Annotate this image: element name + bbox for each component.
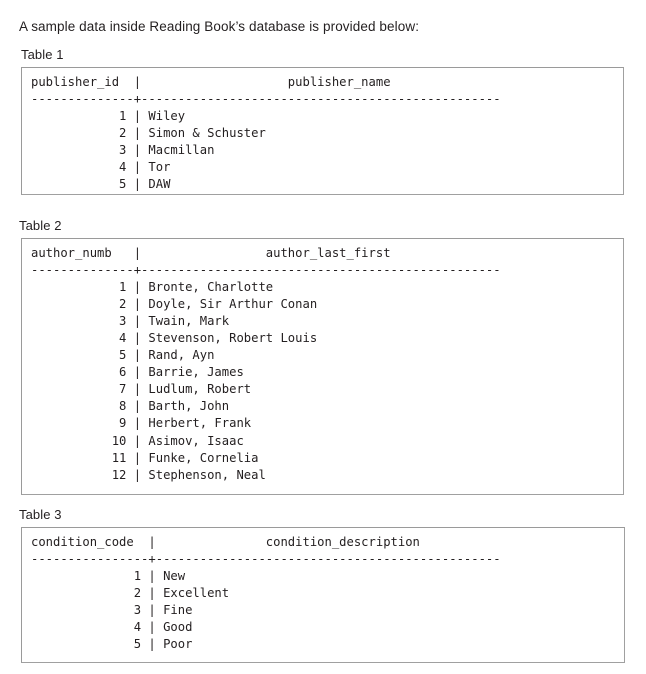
intro-paragraph: A sample data inside Reading Book’s data… [19, 19, 420, 34]
table-3-caption: Table 3 [19, 507, 62, 522]
table-1-box: publisher_id | publisher_name ----------… [21, 67, 624, 195]
table-2-content: author_numb | author_last_first --------… [31, 246, 501, 482]
table-3-box: condition_code | condition_description -… [21, 527, 625, 663]
table-1-content: publisher_id | publisher_name ----------… [31, 75, 501, 192]
table-1-caption: Table 1 [21, 47, 64, 62]
table-2-caption: Table 2 [19, 218, 62, 233]
table-3-content: condition_code | condition_description -… [31, 535, 501, 652]
table-2-box: author_numb | author_last_first --------… [21, 238, 624, 495]
